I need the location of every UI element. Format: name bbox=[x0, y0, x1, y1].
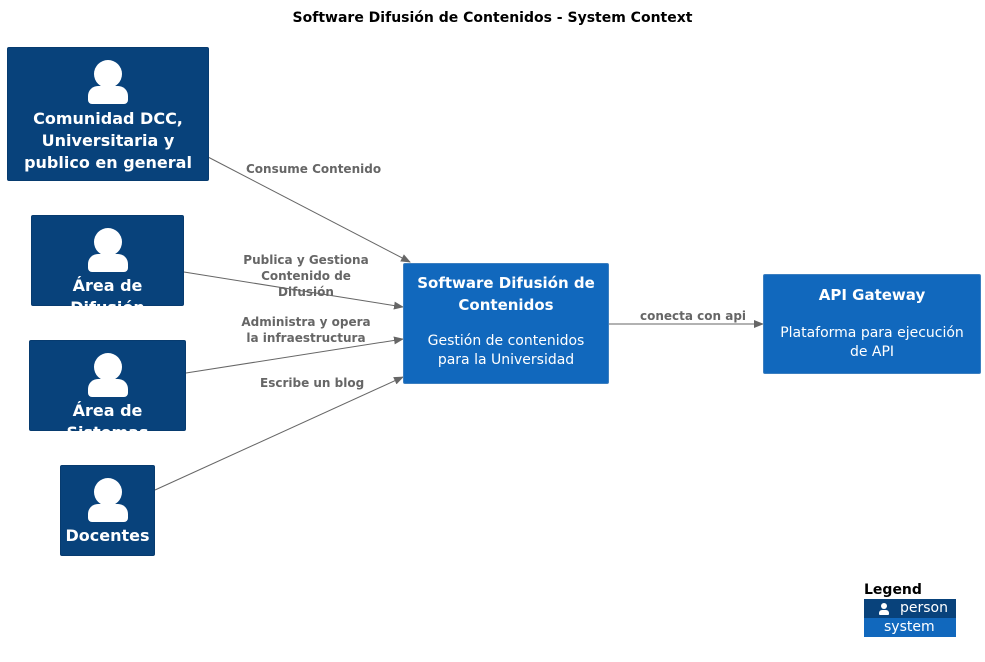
legend-person-label: person bbox=[900, 600, 948, 616]
person-area-difusion: Área de Difusión bbox=[31, 215, 184, 317]
edge-label-publica: Publica y Gestiona Contenido de Difusión bbox=[243, 253, 369, 299]
legend-person: person bbox=[864, 599, 956, 618]
person-comunidad: Comunidad DCC, Universitaria y publico e… bbox=[7, 47, 209, 181]
person-label: Comunidad DCC, Universitaria y publico e… bbox=[24, 109, 192, 172]
person-icon bbox=[87, 478, 128, 522]
edge-label-consume: Consume Contenido bbox=[246, 162, 382, 176]
person-icon bbox=[88, 60, 128, 104]
system-title: API Gateway bbox=[818, 286, 926, 304]
edge-label-conecta: conecta con api bbox=[640, 309, 747, 323]
legend-system: system bbox=[864, 618, 956, 637]
person-icon bbox=[87, 353, 128, 397]
edge-label-escribe: Escribe un blog bbox=[260, 376, 365, 390]
edge-publica bbox=[183, 271, 404, 310]
legend-system-label: system bbox=[884, 619, 935, 635]
person-label: Área de Sistemas bbox=[66, 401, 149, 442]
person-label: Área de Difusión bbox=[70, 276, 145, 317]
system-title: Software Difusión de Contenidos bbox=[417, 274, 595, 314]
edge-consume bbox=[207, 156, 411, 263]
system-api-gateway: API Gateway Plataforma para ejecución de… bbox=[763, 274, 981, 374]
person-docentes: Docentes bbox=[60, 465, 155, 556]
person-label: Docentes bbox=[65, 526, 150, 545]
system-icon bbox=[870, 623, 874, 632]
legend: Legend person system bbox=[864, 581, 956, 637]
diagram-title: Software Difusión de Contenidos - System… bbox=[292, 10, 693, 26]
legend-title: Legend bbox=[864, 582, 922, 598]
system-software-difusion: Software Difusión de Contenidos Gestión … bbox=[403, 263, 609, 384]
system-description: Plataforma para ejecución de API bbox=[780, 325, 964, 360]
edge-label-administra: Administra y opera la infraestructura bbox=[241, 315, 371, 345]
edge-escribe bbox=[154, 376, 404, 491]
person-icon bbox=[87, 228, 128, 272]
edge-administra bbox=[185, 336, 404, 374]
person-icon bbox=[878, 603, 890, 615]
system-description: Gestión de contenidos para la Universida… bbox=[427, 333, 585, 368]
person-area-sistemas: Área de Sistemas bbox=[29, 340, 186, 442]
